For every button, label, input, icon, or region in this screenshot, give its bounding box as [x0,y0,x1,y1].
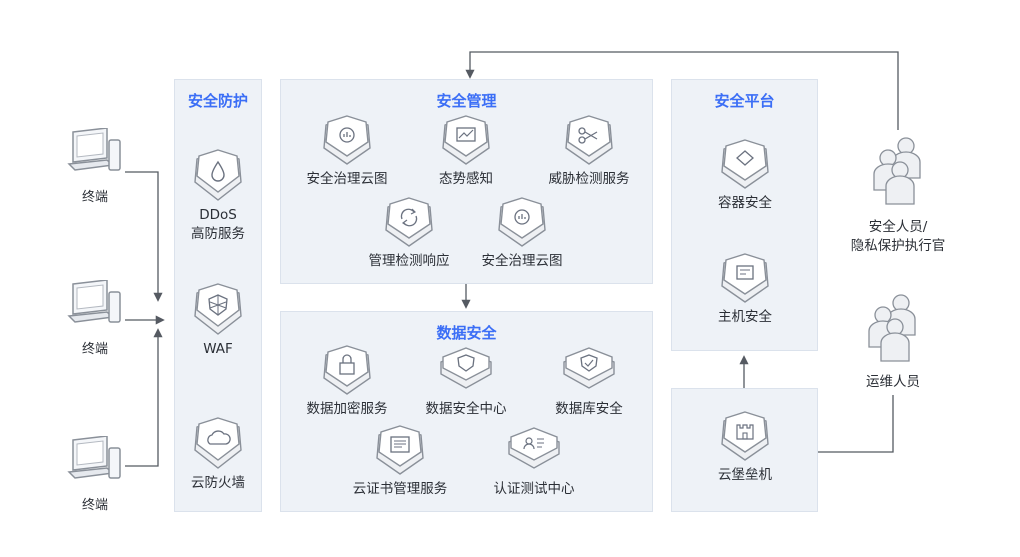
search-chart-icon [323,115,371,165]
shield-check-icon [563,347,615,389]
ops-staff-label: 运维人员 [866,374,920,390]
scissors-icon [565,115,613,165]
lock-icon [323,345,371,395]
ddos-label: DDoS 高防服务 [191,207,245,242]
castle-icon [721,411,769,461]
data-security-title: 数据安全 [436,324,497,342]
data-security-panel: 数据安全 [280,311,653,512]
terminal-bot-line [125,328,163,467]
id-card-icon [508,427,560,469]
terminal-label: 终端 [81,190,108,205]
ddos-node[interactable]: DDoS 高防服务 [153,148,283,244]
people-group-icon [873,137,921,205]
security-platform-panel: 安全平台 [671,79,818,351]
waf-label: WAF [203,341,233,357]
cloud-bastion-node[interactable]: 云堡垒机 [680,410,810,485]
shield-mesh-icon [194,283,242,335]
terminal-1: 终端 [65,127,125,205]
staff-to-management-line [465,51,899,130]
governance-cloudmap-2-node[interactable]: 安全治理云图 [457,196,587,271]
ops-to-bastion-line [804,395,894,457]
data-encryption-node[interactable]: 数据加密服务 [282,344,412,419]
waf-node[interactable]: WAF [153,282,283,359]
people-group-icon [868,294,916,362]
cloud-firewall-label: 云防火墙 [191,475,245,491]
situation-awareness-node[interactable]: 态势感知 [401,114,531,189]
host-security-node[interactable]: 主机安全 [680,252,810,327]
security-protection-title: 安全防护 [187,92,248,110]
host-icon [721,253,769,303]
terminal-2: 终端 [65,279,125,357]
terminal-label: 终端 [81,498,108,513]
threat-detection-node[interactable]: 威胁检测服务 [524,114,654,189]
managed-detection-node[interactable]: 管理检测响应 [344,196,474,271]
security-staff-label: 安全人员/ 隐私保护执行官 [850,219,946,254]
refresh-icon [385,197,433,247]
computer-icon [67,435,121,479]
data-security-center-node[interactable]: 数据安全中心 [401,344,531,419]
monitor-chart-icon [442,115,490,165]
security-management-title: 安全管理 [436,92,497,110]
cloud-icon [194,417,242,469]
database-security-node[interactable]: 数据库安全 [524,344,654,419]
container-security-node[interactable]: 容器安全 [680,138,810,213]
security-management-panel: 安全管理 [280,79,653,284]
terminal-label: 终端 [81,342,108,357]
security-platform-title: 安全平台 [714,92,775,110]
terminal-3: 终端 [65,435,125,513]
terminal-top-line [125,171,163,302]
container-icon [721,139,769,189]
computer-icon [67,279,121,323]
security-staff: 安全人员/ 隐私保护执行官 [823,134,973,256]
certificate-icon [376,425,424,475]
computer-icon [67,127,121,171]
governance-cloudmap-node[interactable]: 安全治理云图 [282,114,412,189]
search-chart-icon [498,197,546,247]
drop-icon [194,149,242,201]
cloud-firewall-node[interactable]: 云防火墙 [153,416,283,493]
cloud-certificate-node[interactable]: 云证书管理服务 [335,424,465,499]
shield-icon [440,347,492,389]
ops-staff: 运维人员 [818,293,968,392]
auth-test-center-node[interactable]: 认证测试中心 [469,424,599,499]
